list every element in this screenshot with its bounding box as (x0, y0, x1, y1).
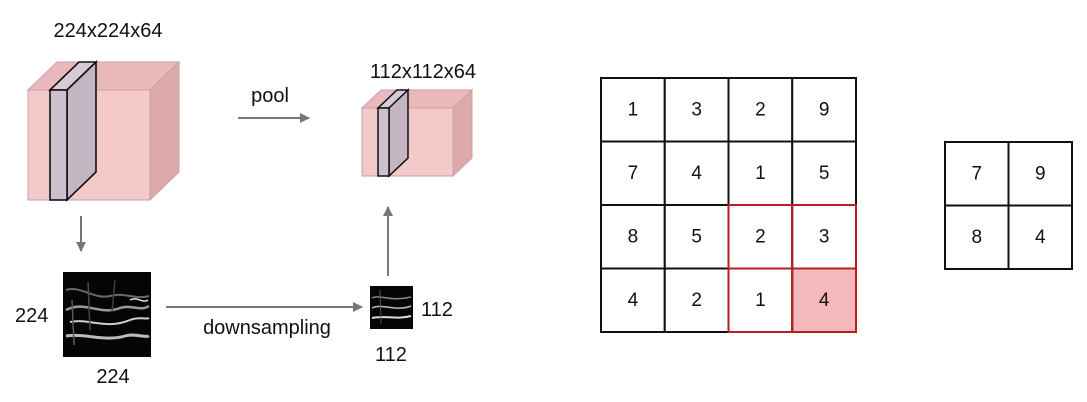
pool-label: pool (251, 85, 289, 107)
max-pool-output-grid: 7 9 8 4 (944, 141, 1073, 270)
input-grid-cell (791, 77, 857, 143)
input-grid-value: 7 (628, 163, 639, 184)
downsampling-label: downsampling (203, 317, 331, 339)
pooled-volume-label: 112x112x64 (370, 61, 476, 83)
output-grid-cell (1007, 141, 1073, 207)
input-grid-cell (727, 140, 794, 206)
input-grid-cell (727, 77, 794, 143)
input-depth-slice (48, 60, 98, 202)
output-grid-cell (944, 204, 1010, 270)
pooled-slice-image (370, 286, 413, 329)
pooled-depth-slice (376, 88, 410, 178)
input-grid-value: 2 (755, 226, 766, 247)
input-slice-image (63, 272, 151, 357)
input-volume (26, 60, 181, 202)
output-grid-value: 9 (1035, 163, 1046, 184)
input-grid-value: 3 (691, 99, 702, 120)
input-grid-value: 2 (691, 290, 702, 311)
output-grid-cell (1007, 204, 1073, 270)
input-grid-value: 5 (819, 163, 830, 184)
input-grid-value: 5 (691, 226, 702, 247)
input-grid-cell (600, 77, 666, 143)
max-pool-input-grid: 1 3 2 9 7 4 1 5 8 5 2 3 4 2 1 4 (600, 77, 857, 333)
input-grid-cell (663, 204, 730, 270)
input-grid-value: 3 (819, 226, 830, 247)
pooled-slice-height-label: 112 (375, 344, 407, 366)
pooled-volume (360, 88, 474, 178)
input-grid-cell (727, 204, 794, 270)
output-grid-value: 7 (971, 163, 982, 184)
output-grid-value: 8 (971, 227, 982, 248)
pooled-slice-width-label: 112 (421, 299, 453, 321)
input-grid-cell (663, 140, 730, 206)
input-grid-value: 1 (755, 163, 766, 184)
input-slice-width-label: 224 (96, 366, 129, 388)
input-grid-value: 4 (628, 290, 639, 311)
input-grid-value: 9 (819, 99, 830, 120)
input-grid-cell (600, 140, 666, 206)
input-slice-height-label: 224 (15, 305, 48, 327)
input-volume-label: 224x224x64 (54, 20, 163, 42)
input-grid-cell (663, 77, 730, 143)
input-grid-value: 1 (755, 290, 766, 311)
input-grid-value: 4 (819, 290, 830, 311)
input-grid-value: 1 (628, 99, 639, 120)
input-grid-value: 2 (755, 99, 766, 120)
input-grid-cell (600, 267, 666, 333)
output-grid-value: 4 (1035, 227, 1046, 248)
input-grid-value: 8 (628, 226, 639, 247)
input-grid-value: 4 (691, 163, 702, 184)
